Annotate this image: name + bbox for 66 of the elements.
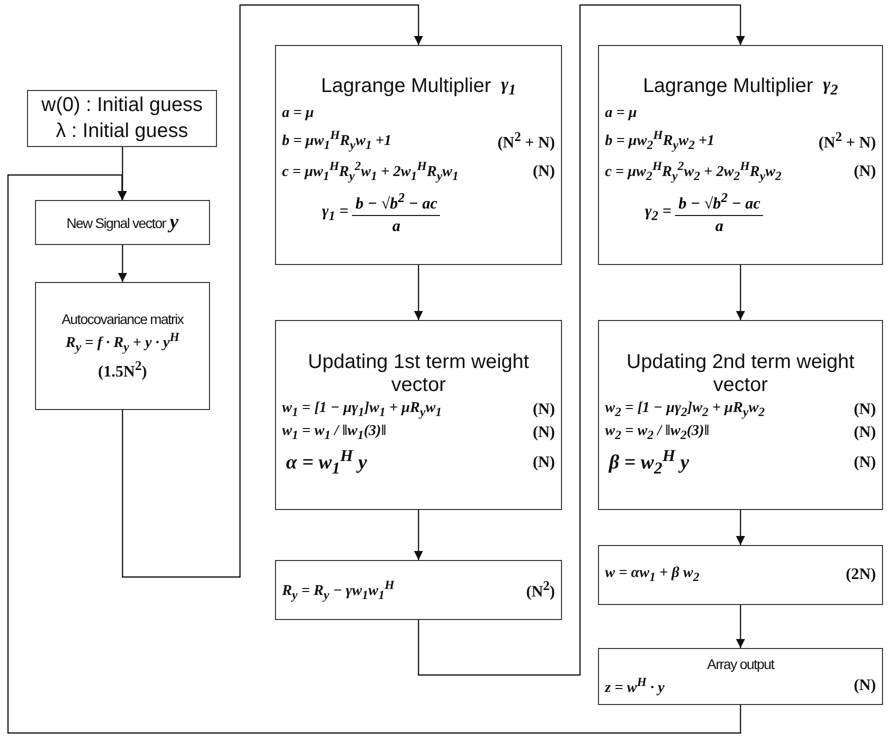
process-box bbox=[275, 320, 562, 510]
title: Updating 1st term weight vector bbox=[306, 351, 530, 398]
equation: w$_{1}$ = w$_{1}$ / ‖w$_{1}$(3)‖ bbox=[282, 423, 386, 444]
complexity: (N) bbox=[532, 162, 555, 181]
denominator: a bbox=[715, 217, 724, 236]
equation: a = μ bbox=[605, 105, 637, 122]
arrow bbox=[736, 510, 745, 545]
arrow bbox=[414, 265, 423, 320]
title: Array output bbox=[707, 656, 774, 672]
complexity: (2N) bbox=[846, 566, 876, 584]
equation: β = w$_{2}$$^{H}$ y bbox=[609, 446, 690, 479]
equation: α = w$_{1}$$^{H}$ y bbox=[286, 446, 367, 479]
equation: γ$_{2}$ = bbox=[645, 202, 672, 224]
arrow bbox=[414, 510, 423, 560]
arrow bbox=[736, 605, 745, 648]
arrow bbox=[7, 174, 742, 734]
equation: γ$_{1}$ = bbox=[322, 202, 348, 224]
complexity: (N) bbox=[854, 162, 876, 181]
complexity: (1.5N$^{2}$) bbox=[98, 358, 147, 382]
title: Lagrange Multiplier bbox=[320, 74, 492, 98]
arrow bbox=[122, 4, 423, 578]
complexity: (N) bbox=[854, 454, 876, 472]
process-box bbox=[35, 282, 210, 410]
title: Autocovariance matrix bbox=[62, 310, 184, 327]
process-box bbox=[598, 45, 883, 265]
arrow bbox=[736, 265, 745, 320]
equation: c = μw$_{2}$$^{H}$R$_{y}$$^{2}$w$_{2}$ + 2w$_{2}$$^{H}$R$_{y}$w$_{2}$ bbox=[605, 159, 782, 184]
title: New Signal vector bbox=[66, 214, 166, 230]
complexity: (N) bbox=[854, 424, 876, 442]
process-box bbox=[598, 545, 883, 605]
arrow bbox=[418, 4, 745, 676]
complexity: (N) bbox=[532, 424, 555, 442]
title: Updating 2nd term weight vector bbox=[626, 351, 856, 398]
title: w(0) : Initial guess bbox=[41, 94, 203, 117]
equation: R$_{y}$ = f · R$_{y}$ + y · y$^{H}$ bbox=[66, 330, 180, 355]
equation: c = μw$_{1}$$^{H}$R$_{y}$$^{2}$w$_{1}$ + 2w$_{1}$$^{H}$R$_{y}$w$_{1}$ bbox=[282, 159, 459, 184]
title: λ : Initial guess bbox=[56, 120, 188, 143]
equation: z = w$^{H}$ · y bbox=[605, 675, 665, 697]
process-box bbox=[35, 200, 210, 245]
equation: w$_{1}$ = [1 − μγ$_{1}$]w$_{1}$ + μR$_{y}$w$_{1}$ bbox=[282, 400, 442, 420]
equation: w$_{2}$ = [1 − μγ$_{2}$]w$_{2}$ + μR$_{y}$w$_{2}$ bbox=[605, 400, 765, 420]
process-box bbox=[598, 648, 883, 705]
complexity: (N$^{2}$ + N) bbox=[497, 128, 555, 152]
process-box bbox=[275, 560, 562, 620]
complexity: (N$^{2}$) bbox=[526, 578, 555, 602]
symbol: γ$_{2}$ bbox=[823, 74, 838, 100]
complexity: (N) bbox=[854, 677, 876, 695]
complexity: (N) bbox=[532, 401, 555, 420]
process-box bbox=[598, 320, 883, 510]
equation: w$_{2}$ = w$_{2}$ / ‖w$_{2}$(3)‖ bbox=[605, 423, 710, 444]
numerator: b − √b$^{2}$ − ac bbox=[675, 190, 764, 216]
equation: b = μw$_{1}$$^{H}$R$_{y}$w$_{1}$ +1 bbox=[282, 128, 392, 154]
arrow bbox=[118, 245, 127, 282]
equation: w = αw$_{1}$ + β w$_{2}$ bbox=[605, 565, 700, 585]
equation: a = μ bbox=[282, 105, 314, 122]
title: Lagrange Multiplier bbox=[642, 74, 814, 98]
process-box bbox=[27, 90, 217, 147]
process-box bbox=[275, 45, 562, 265]
complexity: (N$^{2}$ + N) bbox=[818, 128, 876, 152]
numerator: b − √b$^{2}$ − ac bbox=[352, 190, 440, 216]
equation: b = μw$_{2}$$^{H}$R$_{y}$w$_{2}$ +1 bbox=[605, 128, 715, 154]
equation: y bbox=[170, 211, 179, 234]
symbol: γ$_{1}$ bbox=[501, 74, 516, 100]
denominator: a bbox=[392, 217, 400, 236]
complexity: (N) bbox=[532, 454, 555, 472]
complexity: (N) bbox=[854, 401, 876, 420]
